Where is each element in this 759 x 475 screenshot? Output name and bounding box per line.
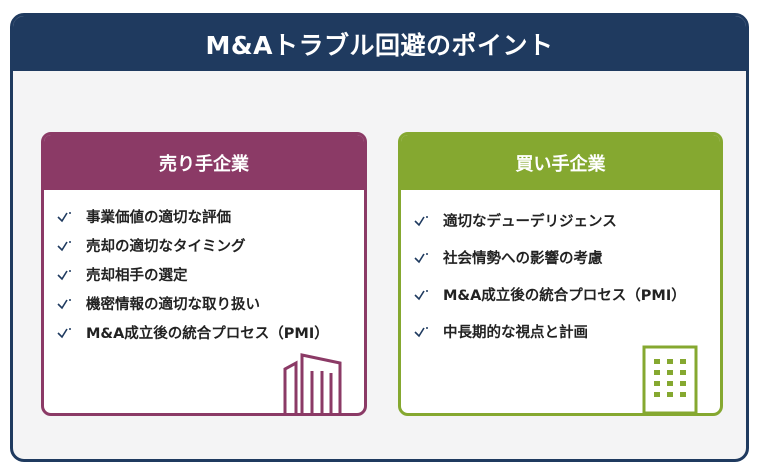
- buyer-list: 適切なデューデリジェンス 社会情勢への影響の考慮 M&A成立後の統合プロセス（P…: [401, 202, 720, 350]
- check-icon: [57, 298, 71, 309]
- list-item: M&A成立後の統合プロセス（PMI）: [401, 276, 720, 313]
- check-icon: [57, 211, 71, 222]
- list-item-label: 適切なデューデリジェンス: [443, 214, 617, 230]
- check-icon: [414, 326, 428, 337]
- buyer-heading: 買い手企業: [401, 135, 720, 190]
- list-item: 中長期的な視点と計画: [401, 313, 720, 350]
- list-item-label: 社会情勢への影響の考慮: [443, 251, 603, 267]
- seller-list: 事業価値の適切な評価 売却の適切なタイミング 売却相手の選定 機密情報の適切な取…: [44, 202, 364, 347]
- list-item: 売却の適切なタイミング: [44, 231, 364, 260]
- office-building-icon: [642, 345, 698, 413]
- check-icon: [414, 215, 428, 226]
- diagram-frame: M&Aトラブル回避のポイント 売り手企業 事業価値の適切な評価 売却の適切なタイ…: [10, 13, 749, 462]
- list-item: 事業価値の適切な評価: [44, 202, 364, 231]
- check-icon: [414, 289, 428, 300]
- list-item: 適切なデューデリジェンス: [401, 202, 720, 239]
- list-item-label: 売却の適切なタイミング: [86, 239, 246, 255]
- check-icon: [57, 240, 71, 251]
- page-title: M&Aトラブル回避のポイント: [13, 16, 746, 71]
- seller-heading: 売り手企業: [44, 135, 364, 190]
- check-icon: [57, 269, 71, 280]
- list-item-label: 売却相手の選定: [86, 268, 188, 284]
- list-item: 売却相手の選定: [44, 260, 364, 289]
- list-item-label: M&A成立後の統合プロセス（PMI）: [443, 288, 686, 304]
- check-icon: [414, 252, 428, 263]
- buildings-outline-icon: [283, 353, 342, 413]
- check-icon: [57, 327, 71, 338]
- buyer-panel: 買い手企業 適切なデューデリジェンス 社会情勢への影響の考慮 M&A成立後の統合…: [398, 132, 723, 416]
- list-item: 機密情報の適切な取り扱い: [44, 289, 364, 318]
- list-item-label: 機密情報の適切な取り扱い: [86, 297, 260, 313]
- list-item-label: M&A成立後の統合プロセス（PMI）: [86, 326, 329, 342]
- seller-panel: 売り手企業 事業価値の適切な評価 売却の適切なタイミング 売却相手の選定 機密情…: [41, 132, 367, 416]
- list-item: M&A成立後の統合プロセス（PMI）: [44, 318, 364, 347]
- list-item: 社会情勢への影響の考慮: [401, 239, 720, 276]
- list-item-label: 事業価値の適切な評価: [86, 210, 231, 226]
- list-item-label: 中長期的な視点と計画: [443, 325, 588, 341]
